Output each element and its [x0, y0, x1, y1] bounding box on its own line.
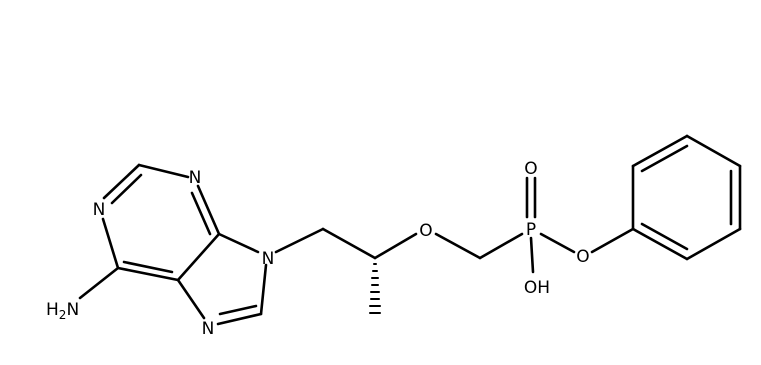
bond-ph-6 — [631, 227, 689, 261]
bond-ph-2-inner — [640, 144, 689, 173]
bond-c4-c5 — [176, 232, 221, 282]
bond-o-phenyl-c — [590, 227, 635, 254]
bond-ch2-p — [478, 232, 524, 260]
atom-nh2: H2N — [46, 300, 79, 322]
bond-ph-6-inner — [640, 222, 689, 251]
bond-n3-c4-inner — [190, 191, 212, 236]
bond-ch-o — [373, 232, 418, 260]
bond-c8-n7-inner — [218, 304, 258, 316]
atom-p: P — [526, 220, 536, 240]
atom-labels: N N N N H2N O O P OH O — [46, 159, 590, 339]
bonds — [78, 134, 742, 326]
hashed-wedge-methyl — [369, 263, 381, 314]
bond-ph-2 — [631, 134, 689, 168]
bond-n1-c2-inner — [110, 173, 143, 205]
bond-c5-c6-inner — [122, 260, 174, 274]
bond-c6-n1 — [101, 217, 120, 270]
bond-n9-c8 — [259, 263, 268, 316]
bond-c6-nh2 — [78, 266, 120, 300]
bond-ch2-ch — [321, 227, 377, 260]
bond-c8-n7 — [216, 312, 263, 326]
atom-oh: OH — [524, 278, 550, 298]
bond-c5-c6 — [116, 266, 180, 282]
bond-ph-5 — [685, 227, 742, 261]
atom-n3: N — [189, 168, 202, 188]
atom-n9: N — [262, 249, 275, 269]
atom-n7: N — [202, 319, 215, 339]
bond-n9-ch2 — [274, 227, 325, 254]
bond-c4-n9 — [217, 232, 260, 254]
bond-o-ch2 — [434, 232, 482, 260]
atom-o-double: O — [524, 159, 537, 179]
bond-p-o-phenyl — [539, 232, 576, 254]
bond-n1-c2 — [102, 163, 141, 200]
bond-n7-c5 — [176, 278, 206, 320]
bond-c2-n3 — [137, 163, 190, 179]
atom-o-phenyl: O — [576, 247, 589, 267]
atom-n1: N — [93, 200, 106, 220]
bond-n3-c4 — [196, 184, 221, 236]
bond-p-oh — [529, 236, 535, 274]
bond-ph-3 — [685, 134, 742, 168]
atom-o-ether: O — [419, 221, 432, 241]
